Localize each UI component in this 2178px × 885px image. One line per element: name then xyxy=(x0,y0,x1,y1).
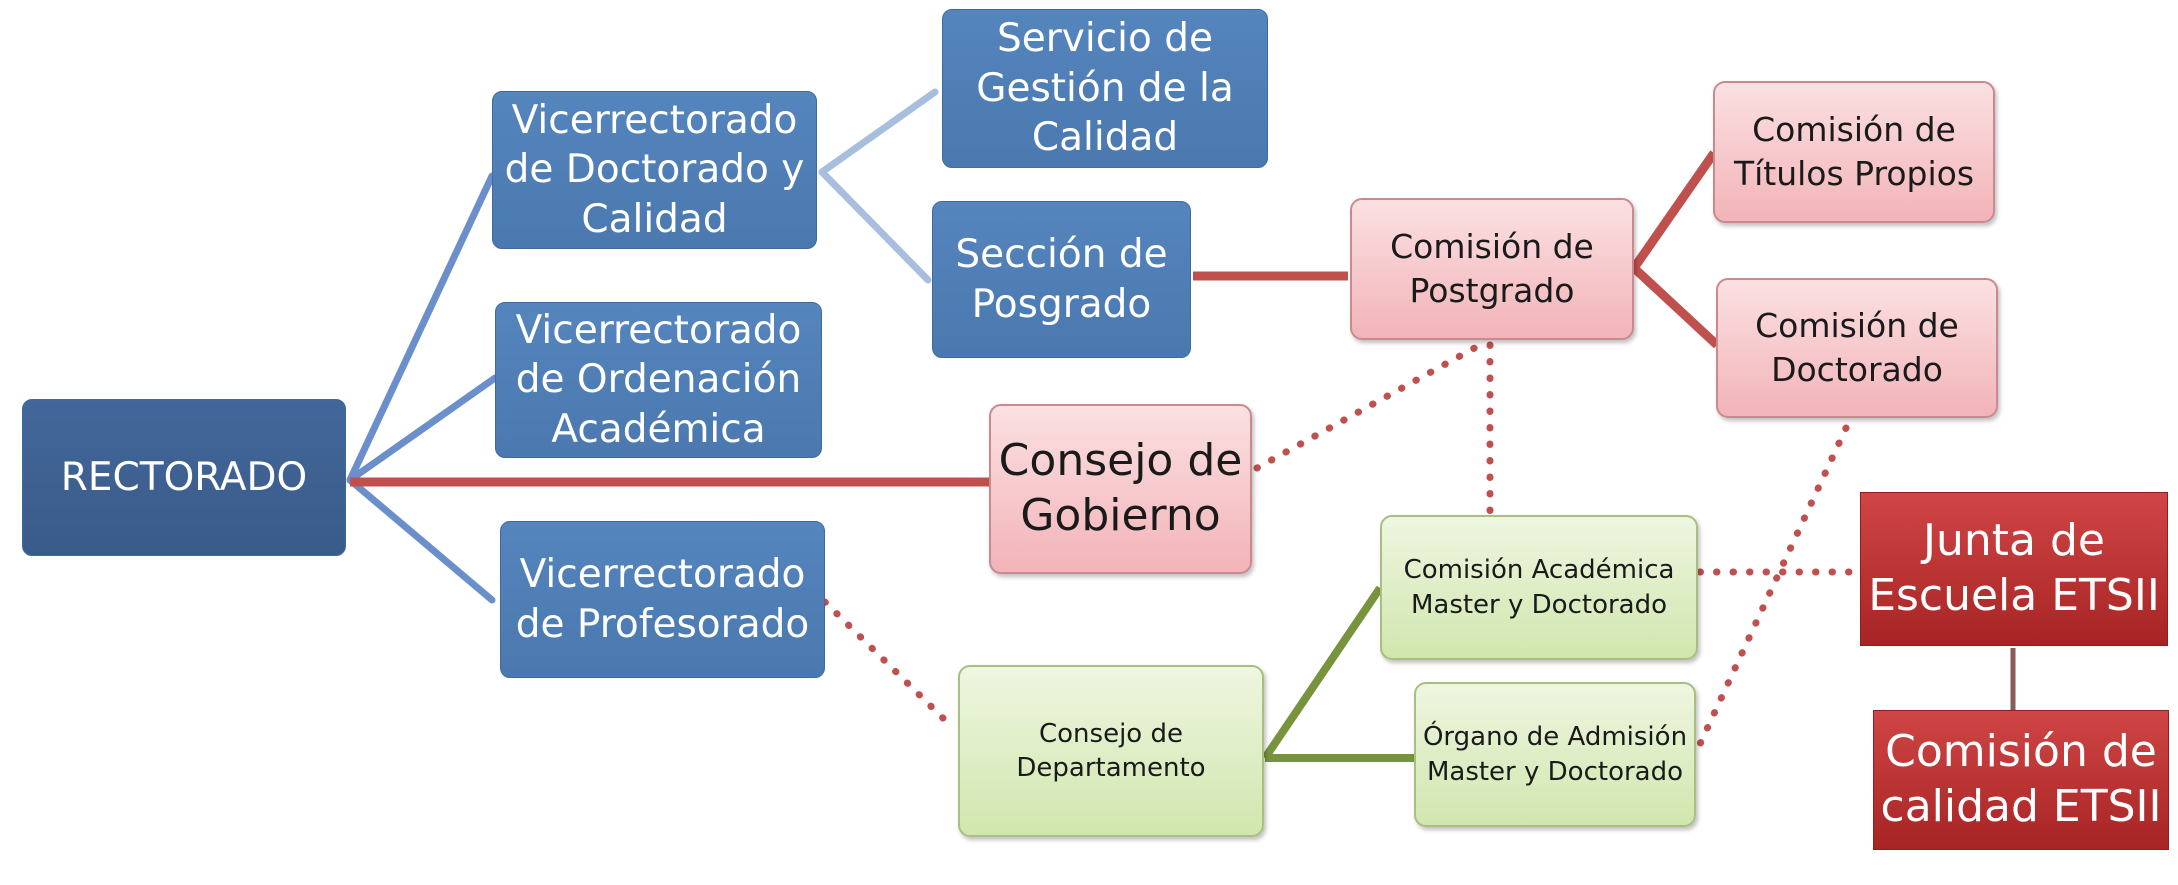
vic-ordenacion-label: Vicerrectorado de Ordenación Académica xyxy=(515,307,802,452)
solid-red-connectors xyxy=(350,150,1721,487)
connector-postgrado-doctorado xyxy=(1630,264,1721,349)
connector-postgrado-titulos xyxy=(1630,150,1718,271)
dotted-connectors xyxy=(821,341,1862,748)
comision-academica-label: Comisión Académica Master y Doctorado xyxy=(1403,555,1675,620)
comision-doctorado-node: Comisión de Doctorado xyxy=(1716,278,1998,418)
comision-calidad-label: Comisión de calidad ETSII xyxy=(1880,726,2162,832)
organo-admision-label: Órgano de Admisión Master y Doctorado xyxy=(1422,722,1688,787)
servicio-calidad-node: Servicio de Gestión de la Calidad xyxy=(942,9,1268,168)
connector-rectorado-vic-doctorado xyxy=(346,172,496,484)
consejo-departamento-node: Consejo de Departamento xyxy=(958,665,1264,837)
comision-doctorado-label: Comisión de Doctorado xyxy=(1755,306,1959,389)
dotted-profesorado-departamento xyxy=(821,598,954,729)
green-connectors xyxy=(1261,585,1416,762)
dotted-doctorado-organo xyxy=(1696,424,1850,748)
vic-ordenacion-node: Vicerrectorado de Ordenación Académica xyxy=(495,302,822,458)
solid-blue-connectors xyxy=(346,172,499,604)
seccion-posgrado-node: Sección de Posgrado xyxy=(932,201,1191,358)
connector-vic-doctorado-servicio xyxy=(818,88,939,176)
connector-rectorado-vic-profesorado xyxy=(346,476,496,604)
vic-doctorado-calidad-node: Vicerrectorado de Doctorado y Calidad xyxy=(492,91,817,249)
comision-titulos-label: Comisión de Títulos Propios xyxy=(1733,110,1975,193)
rectorado-label: RECTORADO xyxy=(60,454,308,500)
comision-titulos-node: Comisión de Títulos Propios xyxy=(1713,81,1995,223)
vic-profesorado-label: Vicerrectorado de Profesorado xyxy=(515,551,810,647)
organo-admision-node: Órgano de Admisión Master y Doctorado xyxy=(1414,682,1696,827)
consejo-gobierno-label: Consejo de Gobierno xyxy=(998,435,1243,541)
comision-academica-node: Comisión Académica Master y Doctorado xyxy=(1380,515,1698,660)
comision-postgrado-node: Comisión de Postgrado xyxy=(1350,198,1634,340)
consejo-departamento-label: Consejo de Departamento xyxy=(1016,718,1206,783)
connector-vic-doctorado-seccion xyxy=(818,168,932,284)
light-blue-connectors xyxy=(818,88,939,284)
consejo-gobierno-node: Consejo de Gobierno xyxy=(989,404,1252,574)
connector-departamento-academica xyxy=(1261,585,1384,761)
connector-rectorado-vic-ordenacion xyxy=(346,374,499,484)
vic-profesorado-node: Vicerrectorado de Profesorado xyxy=(500,521,825,678)
comision-calidad-node: Comisión de calidad ETSII xyxy=(1873,710,2169,850)
junta-escuela-label: Junta de Escuela ETSII xyxy=(1868,515,2160,621)
seccion-posgrado-label: Sección de Posgrado xyxy=(955,231,1168,327)
servicio-calidad-label: Servicio de Gestión de la Calidad xyxy=(976,16,1234,161)
vic-doctorado-calidad-label: Vicerrectorado de Doctorado y Calidad xyxy=(504,97,805,242)
dotted-gobierno-postgrado xyxy=(1253,341,1484,472)
junta-escuela-node: Junta de Escuela ETSII xyxy=(1860,492,2168,646)
rectorado-node: RECTORADO xyxy=(22,399,346,556)
comision-postgrado-label: Comisión de Postgrado xyxy=(1390,227,1594,310)
